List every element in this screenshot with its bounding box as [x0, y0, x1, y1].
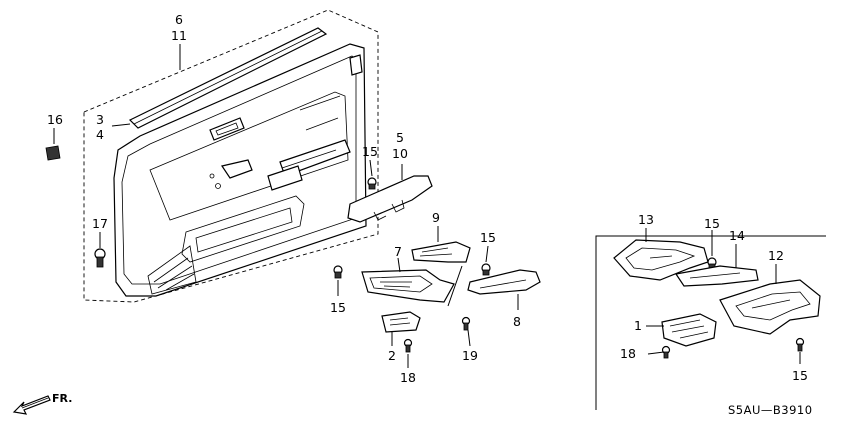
- diagram-code: S5AU—B3910: [728, 403, 813, 417]
- power-window-switch-part-1: [646, 313, 717, 347]
- weatherstrip-part-3-4: [128, 27, 328, 129]
- callout-4: 4: [96, 127, 104, 142]
- inside-handle-part-7: [361, 257, 463, 307]
- callout-labels: 6 11 16 3 4 5 10 15 17 9 15 7 15 8 2 18 …: [47, 12, 808, 385]
- screw-part-19: [461, 316, 471, 347]
- front-direction-arrow-icon: FR.: [12, 392, 72, 415]
- callout-11: 11: [171, 28, 187, 43]
- callout-12: 12: [768, 248, 784, 263]
- callout-5: 5: [396, 130, 404, 145]
- callout-6: 6: [175, 12, 183, 27]
- screw-part-18-center: [403, 338, 413, 368]
- callout-10: 10: [392, 146, 408, 161]
- callout-17: 17: [92, 216, 108, 231]
- leader-lines: [111, 44, 713, 263]
- clip-part-15-switch: [481, 263, 491, 276]
- callout-15-handle: 15: [330, 300, 346, 315]
- screw-part-18-inset: [647, 345, 671, 359]
- direction-label: FR.: [52, 392, 72, 405]
- callout-8: 8: [513, 314, 521, 329]
- clip-part-15-armrest: [367, 177, 377, 190]
- callout-13: 13: [638, 212, 654, 227]
- callout-18-center: 18: [400, 370, 416, 385]
- detail-inset-frame: [595, 235, 826, 410]
- callout-7: 7: [394, 244, 402, 259]
- callout-19: 19: [462, 348, 478, 363]
- callout-15-inset-top: 15: [704, 216, 720, 231]
- callout-16: 16: [47, 112, 63, 127]
- callout-9: 9: [432, 210, 440, 225]
- callout-15-switch: 15: [480, 230, 496, 245]
- callout-2: 2: [388, 348, 396, 363]
- screw-part-15-inset-bottom: [795, 337, 805, 364]
- door-lining-panel: [113, 43, 367, 297]
- screw-part-17: [94, 232, 106, 268]
- door-lining-assembly-outline: [83, 9, 379, 303]
- pull-pocket-part-8: [467, 269, 541, 310]
- inside-handle-part-12: [719, 264, 821, 335]
- switch-holder-part-2: [381, 311, 421, 346]
- armrest-cover-part-5-10: [347, 164, 433, 223]
- callout-1: 1: [634, 318, 642, 333]
- switch-panel-part-9: [411, 226, 471, 263]
- callout-15-armrest: 15: [362, 144, 378, 159]
- callout-3: 3: [96, 112, 104, 127]
- clip-part-15-handle: [333, 265, 343, 296]
- callout-15-inset-bottom: 15: [792, 368, 808, 383]
- callout-18-inset: 18: [620, 346, 636, 361]
- clip-part-16: [45, 128, 61, 161]
- callout-14: 14: [729, 228, 745, 243]
- switch-panel-part-14: [674, 244, 759, 287]
